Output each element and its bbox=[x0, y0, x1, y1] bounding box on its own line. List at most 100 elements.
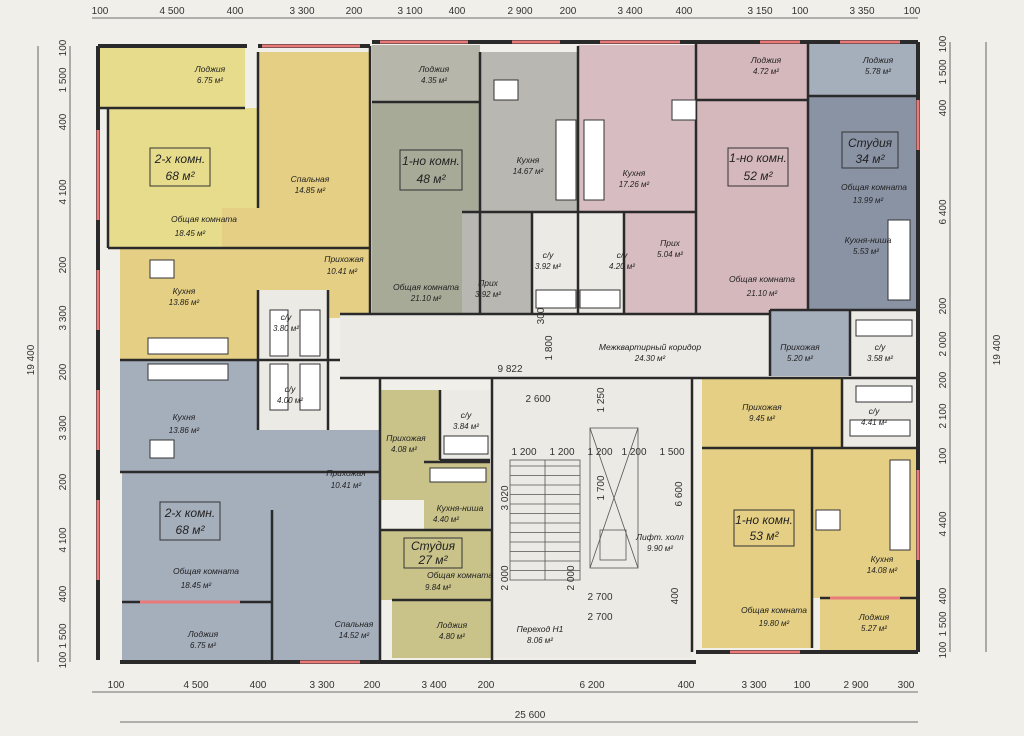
room-name-r30: с/у bbox=[461, 410, 473, 420]
apt-c-area: 52 м² bbox=[744, 169, 774, 183]
room-area-r35: 9.90 м² bbox=[647, 544, 673, 553]
dim-inner-5: 1 200 bbox=[549, 447, 574, 458]
dimension-text-inner: 9 822 1 800 2 600 1 250 1 200 1 200 1 20… bbox=[497, 307, 685, 623]
room-name-r38: Общая комната bbox=[741, 605, 807, 615]
room-area-r29: 4.08 м² bbox=[391, 445, 417, 454]
room-fill-r38 bbox=[702, 448, 812, 648]
room-name-r21: с/у bbox=[875, 342, 887, 352]
room-area-r23: 13.86 м² bbox=[169, 426, 200, 435]
room-fill-r36 bbox=[702, 378, 842, 448]
dim-right-4: 200 bbox=[938, 297, 949, 314]
dim-left-9: 4 100 bbox=[58, 527, 69, 552]
dim-left-1: 1 500 bbox=[58, 67, 69, 92]
room-area-r15: 4.72 м² bbox=[753, 67, 779, 76]
apt-f-name: Студия bbox=[411, 539, 456, 553]
dim-left-5: 3 300 bbox=[58, 305, 69, 330]
dim-inner-1: 1 800 bbox=[544, 335, 555, 360]
dim-right-2: 400 bbox=[938, 99, 949, 116]
room-area-r37: 4.41 м² bbox=[861, 418, 887, 427]
room-area-r33: 4.80 м² bbox=[439, 632, 465, 641]
room-name-r24: с/у bbox=[285, 384, 297, 394]
room-name-r3: Общая комната bbox=[171, 214, 237, 224]
apt-b-area: 48 м² bbox=[417, 172, 447, 186]
room-name-r32: Общая комната bbox=[427, 570, 493, 580]
room-area-r14: 5.04 м² bbox=[657, 250, 683, 259]
dim-total-width: 25 600 bbox=[515, 710, 546, 721]
dim-left-3: 4 100 bbox=[58, 179, 69, 204]
room-area-r5: 13.86 м² bbox=[169, 298, 200, 307]
dim-right-9: 4 400 bbox=[938, 511, 949, 536]
room-area-r21: 3.58 м² bbox=[867, 354, 893, 363]
room-area-r4: 10.41 м² bbox=[327, 267, 358, 276]
dim-inner-10: 6 600 bbox=[674, 481, 685, 506]
dim-right-6: 200 bbox=[938, 371, 949, 388]
room-fill-r32 bbox=[380, 530, 492, 600]
apt-a-area: 68 м² bbox=[166, 169, 196, 183]
dimension-text-top: 100 4 500 400 3 300 200 3 100 400 2 900 … bbox=[92, 6, 921, 17]
dim-right-5: 2 000 bbox=[938, 331, 949, 356]
room-area-r16: 21.10 м² bbox=[746, 289, 778, 298]
room-fill-r20 bbox=[770, 310, 850, 376]
dim-inner-12: 2 000 bbox=[500, 565, 511, 590]
room-area-r10: 3.92 м² bbox=[475, 290, 501, 299]
room-area-r7: 4.35 м² bbox=[421, 76, 447, 85]
room-area-r18: 13.99 м² bbox=[853, 196, 884, 205]
apt-e-area: 68 м² bbox=[176, 523, 206, 537]
room-name-r12: Кухня bbox=[623, 168, 646, 178]
dim-top-5: 3 100 bbox=[397, 6, 422, 17]
room-name-r34: Переход Н1 bbox=[517, 624, 564, 634]
room-name-r14: Прих bbox=[660, 238, 681, 248]
room-area-r25: 10.41 м² bbox=[331, 481, 362, 490]
room-name-r16: Общая комната bbox=[729, 274, 795, 284]
dim-right-7: 2 100 bbox=[938, 403, 949, 428]
room-area-r27: 6.75 м² bbox=[190, 641, 216, 650]
dim-bottom-7: 6 200 bbox=[579, 680, 604, 691]
fixtures bbox=[147, 79, 913, 551]
dim-left-7: 3 300 bbox=[58, 415, 69, 440]
room-area-r20: 5.20 м² bbox=[787, 354, 813, 363]
room-area-r6: 3.80 м² bbox=[273, 324, 299, 333]
room-name-r37: с/у bbox=[869, 406, 881, 416]
apt-a-name: 2-х комн. bbox=[154, 152, 206, 166]
dim-right-1: 1 500 bbox=[938, 59, 949, 84]
dim-top-8: 200 bbox=[560, 6, 577, 17]
apt-d-name: Студия bbox=[848, 136, 893, 150]
apt-g-area: 53 м² bbox=[750, 529, 780, 543]
room-name-r18: Общая комната bbox=[841, 182, 907, 192]
dim-bottom-2: 400 bbox=[250, 680, 267, 691]
room-name-r22: Межквартирный коридор bbox=[599, 342, 701, 352]
room-name-r10: Прих bbox=[478, 278, 499, 288]
room-fill-r22 bbox=[340, 314, 770, 378]
dim-left-2: 400 bbox=[58, 113, 69, 130]
room-area-r3: 18.45 м² bbox=[175, 229, 206, 238]
room-name-r35: Лифт. холл bbox=[635, 532, 684, 542]
dimension-lines bbox=[37, 17, 987, 723]
room-area-r2: 14.85 м² bbox=[295, 186, 326, 195]
dim-inner-4: 1 200 bbox=[511, 447, 536, 458]
dim-top-10: 400 bbox=[676, 6, 693, 17]
dim-top-4: 200 bbox=[346, 6, 363, 17]
dim-right-8: 100 bbox=[938, 447, 949, 464]
dim-bottom-4: 200 bbox=[364, 680, 381, 691]
room-fill-r2 bbox=[258, 52, 370, 208]
room-area-r32: 9.84 м² bbox=[425, 583, 451, 592]
room-name-r27: Лоджия bbox=[187, 629, 219, 639]
apt-d-area: 34 м² bbox=[856, 152, 886, 166]
apt-f-area: 27 м² bbox=[418, 553, 449, 567]
room-name-r8: Кухня bbox=[517, 155, 540, 165]
dim-inner-14: 2 700 bbox=[587, 592, 612, 603]
room-fill-stair bbox=[492, 378, 692, 658]
room-name-r9: Общая комната bbox=[393, 282, 459, 292]
dim-right-12: 100 bbox=[938, 641, 949, 658]
room-fill-r27 bbox=[122, 602, 272, 660]
room-area-r40: 5.27 м² bbox=[861, 624, 887, 633]
room-area-r36: 9.45 м² bbox=[749, 414, 775, 423]
room-area-r1: 6.75 м² bbox=[197, 76, 223, 85]
dim-inner-9: 1 500 bbox=[659, 447, 684, 458]
apartment-labels: 2-х комн. 68 м² 1-но комн. 48 м² 1-но ко… bbox=[154, 136, 893, 567]
room-name-r25: Прихожая bbox=[326, 468, 366, 478]
dim-inner-6: 1 200 bbox=[587, 447, 612, 458]
room-area-r17: 5.78 м² bbox=[865, 67, 891, 76]
dim-bottom-3: 3 300 bbox=[309, 680, 334, 691]
